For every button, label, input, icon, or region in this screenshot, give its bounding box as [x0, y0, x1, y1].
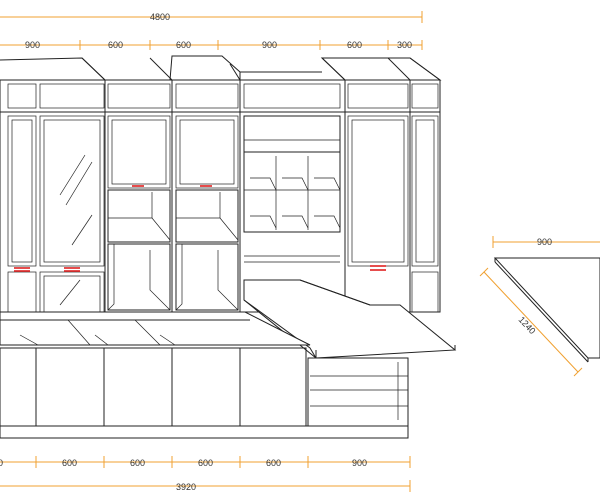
middle-door-section [107, 115, 239, 311]
top-segment-4: 900 [262, 40, 277, 50]
bottom-segment-dimensions: 900 600 600 600 600 900 [0, 456, 411, 468]
bottom-total-label: 3920 [176, 482, 196, 492]
bottom-segment-3: 600 [130, 458, 145, 468]
top-segment-6: 300 [397, 40, 412, 50]
top-segment-5: 600 [347, 40, 362, 50]
center-shelf-section [243, 115, 341, 263]
top-total-dimension: 4800 [0, 11, 423, 23]
bottom-segment-4: 600 [198, 458, 213, 468]
top-segment-2: 600 [108, 40, 123, 50]
bottom-segment-1: 900 [0, 458, 3, 468]
top-segment-3: 600 [176, 40, 191, 50]
base-cabinet [0, 311, 409, 439]
right-door-section [347, 115, 439, 313]
panel-length-label: 1240 [517, 315, 538, 336]
top-segment-1: 900 [25, 40, 40, 50]
desk-panel-detail: 900 1240 [479, 236, 600, 377]
top-segment-dimensions: 900 600 600 900 600 300 [0, 40, 423, 50]
left-door-section [7, 115, 105, 313]
cabinet-top-lid [0, 55, 442, 81]
bottom-segment-5: 600 [266, 458, 281, 468]
bottom-segment-6: 900 [352, 458, 367, 468]
bottom-total-dimension: 3920 [0, 480, 411, 492]
bottom-segment-2: 600 [62, 458, 77, 468]
top-total-label: 4800 [150, 12, 170, 22]
panel-width-label: 900 [537, 237, 552, 247]
fold-desk [243, 279, 457, 359]
upper-cabinet [0, 79, 441, 313]
